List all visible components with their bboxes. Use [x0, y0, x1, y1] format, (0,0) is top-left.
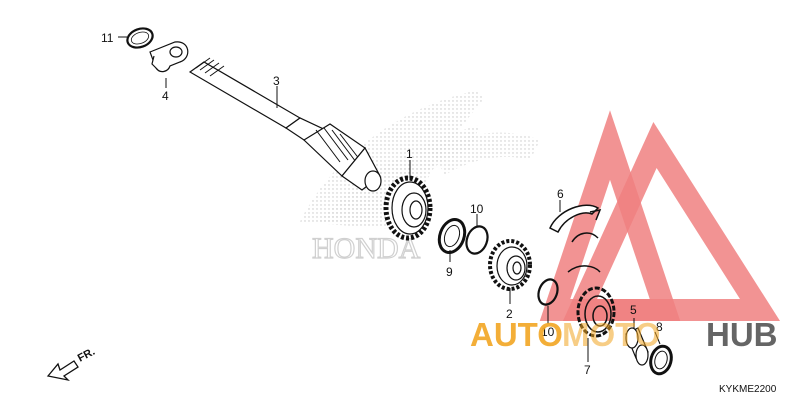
callout-4: 4 — [162, 89, 169, 103]
part-8-washer — [649, 344, 673, 376]
part-1-gear — [383, 175, 433, 241]
watermark-text: AUTO MOTO HUB — [470, 316, 778, 353]
part-7-spring — [567, 265, 616, 338]
watermark-part1: AUTO — [470, 316, 563, 353]
callout-2: 2 — [506, 307, 513, 321]
watermark-part2: MOTO — [562, 316, 660, 353]
callout-5: 5 — [630, 303, 637, 317]
callout-10-upper: 10 — [470, 202, 484, 216]
part-10-circlip-lower — [537, 278, 559, 306]
part-5-collar — [625, 327, 649, 366]
honda-wing-logo: HONDA — [300, 91, 540, 266]
callout-11: 11 — [101, 31, 114, 45]
diagram-code: KYKME2200 — [719, 384, 777, 395]
part-11-circlip — [126, 27, 154, 49]
part-10-circlip-upper — [465, 225, 489, 255]
part-9-washer — [437, 218, 467, 254]
watermark-triangles — [539, 110, 781, 321]
part-3-kickstarter-spindle — [188, 57, 382, 192]
front-direction-arrow: FR. — [46, 346, 97, 382]
part-4-cam — [149, 41, 189, 73]
callout-9: 9 — [446, 265, 453, 279]
part-6-spring-clip — [549, 204, 602, 243]
watermark-part3: HUB — [706, 316, 778, 353]
callout-3: 3 — [273, 74, 280, 88]
callout-7: 7 — [584, 363, 591, 377]
fr-label: FR. — [76, 346, 97, 365]
callout-1: 1 — [406, 147, 413, 161]
callout-6: 6 — [557, 187, 564, 201]
callout-10-lower: 10 — [541, 325, 555, 339]
callout-8: 8 — [656, 320, 663, 334]
part-2-gear — [488, 239, 532, 291]
watermark-triangle-right — [562, 121, 781, 321]
leader-lines — [118, 36, 661, 362]
